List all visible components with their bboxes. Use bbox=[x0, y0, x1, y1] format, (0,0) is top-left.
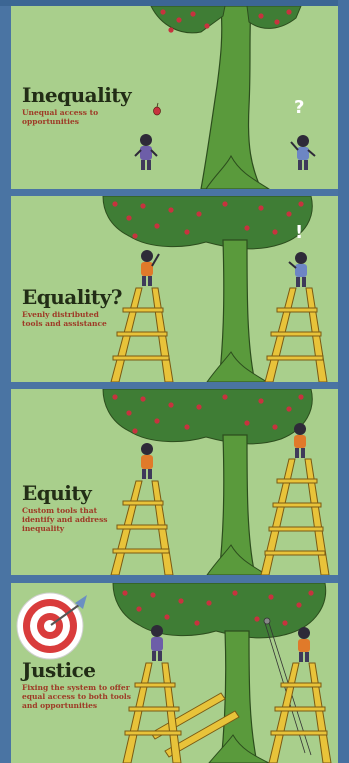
exclamation-mark: ! bbox=[295, 222, 304, 243]
apple-icon bbox=[160, 9, 292, 33]
panel-title: Inequality bbox=[22, 83, 132, 107]
apple-icon bbox=[112, 394, 304, 434]
panel-text-justice: Justice Fixing the system to offer equal… bbox=[22, 659, 137, 710]
panel-text-equity: Equity Custom tools that identify and ad… bbox=[22, 482, 122, 533]
ladder-icon-right-tall bbox=[260, 458, 330, 575]
equity-illustration bbox=[102, 389, 330, 575]
panel-title: Equality? bbox=[22, 285, 123, 309]
falling-apple-icon bbox=[153, 102, 161, 116]
foliage-icon bbox=[102, 389, 313, 445]
panel-equity: Equity Custom tools that identify and ad… bbox=[11, 389, 338, 575]
question-mark: ? bbox=[294, 97, 305, 118]
panel-title: Justice bbox=[22, 658, 96, 682]
panel-justice: Justice Fixing the system to offer equal… bbox=[11, 583, 338, 763]
panel-subtitle: Custom tools that identify and address i… bbox=[22, 506, 108, 533]
child-figure-icon-left bbox=[151, 625, 163, 661]
ladder-icon-left bbox=[122, 662, 182, 763]
inequality-illustration bbox=[134, 6, 316, 189]
panel-title: Equity bbox=[22, 481, 92, 505]
child-figure-icon-left bbox=[141, 250, 160, 286]
child-figure-icon-left bbox=[134, 134, 158, 170]
target-icon bbox=[16, 592, 84, 660]
justice-illustration bbox=[16, 583, 332, 763]
child-figure-icon-right bbox=[290, 135, 316, 170]
panel-text-equality: Equality? Evenly distributed tools and a… bbox=[22, 285, 123, 328]
tree-icon bbox=[150, 6, 302, 189]
apple-icon bbox=[122, 590, 314, 626]
child-figure-icon-right bbox=[294, 423, 306, 458]
panel-subtitle: Fixing the system to offer equal access … bbox=[22, 683, 132, 710]
dart-icon bbox=[50, 595, 87, 626]
foliage-icon bbox=[112, 583, 327, 639]
panel-subtitle: Unequal access to opportunities bbox=[22, 108, 99, 126]
ladder-icon-right bbox=[264, 287, 328, 382]
ladder-icon-left bbox=[110, 480, 174, 575]
child-figure-icon-right bbox=[298, 627, 310, 662]
child-figure-icon-left bbox=[141, 443, 153, 479]
panel-equality: Equality? Evenly distributed tools and a… bbox=[11, 196, 338, 382]
right-border bbox=[338, 0, 349, 763]
panel-subtitle: Evenly distributed tools and assistance bbox=[22, 310, 107, 328]
ladder-icon-left bbox=[110, 287, 174, 382]
equality-illustration bbox=[102, 196, 328, 382]
top-border bbox=[0, 0, 349, 6]
tree-icon bbox=[206, 434, 268, 575]
child-figure-icon-right bbox=[288, 252, 307, 287]
tree-icon bbox=[206, 239, 268, 382]
panel-text-inequality: Inequality Unequal access to opportuniti… bbox=[22, 84, 132, 126]
foliage-icon bbox=[102, 196, 313, 250]
ladder-icon-right bbox=[268, 662, 332, 763]
apple-icon bbox=[112, 201, 304, 239]
panel-inequality: Inequality Unequal access to opportuniti… bbox=[11, 6, 338, 189]
